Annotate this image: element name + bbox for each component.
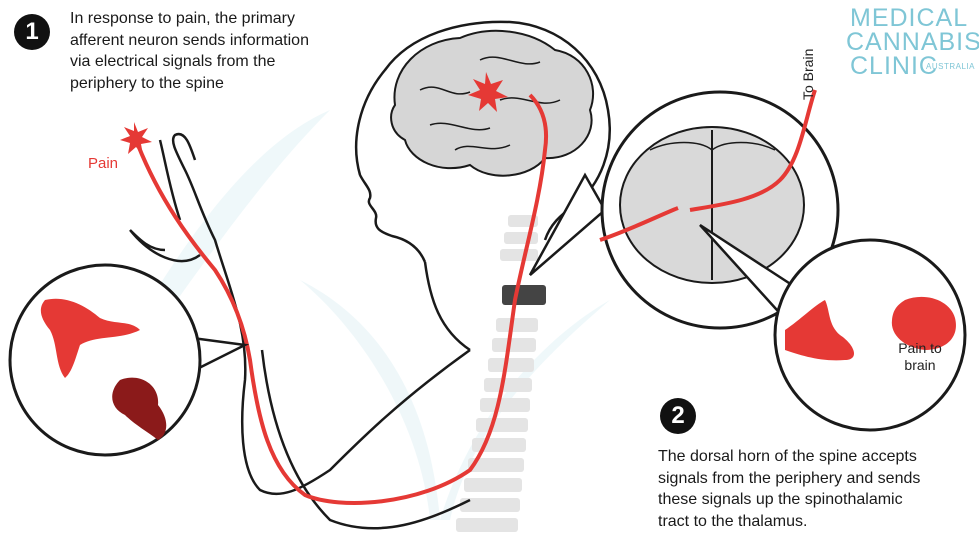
zoom-pointer-spine	[530, 175, 605, 275]
logo-line-3: CLINIC	[850, 52, 938, 81]
step-2-badge: 2	[660, 398, 696, 434]
pain-label: Pain	[88, 155, 118, 172]
step-1-text: In response to pain, the primary afferen…	[70, 8, 370, 94]
spinal-segment-highlight	[502, 285, 546, 305]
clinic-logo: MEDICAL CANNABIS CLINIC AUSTRALIA	[806, 4, 976, 84]
synapse-circle-left	[10, 265, 200, 455]
logo-subtitle: AUSTRALIA	[926, 62, 975, 71]
pain-star-hand	[120, 122, 152, 155]
step-1-badge: 1	[14, 14, 50, 50]
pain-to-brain-label: Pain to brain	[880, 340, 960, 374]
step-2-text: The dorsal horn of the spine accepts sig…	[658, 446, 958, 532]
